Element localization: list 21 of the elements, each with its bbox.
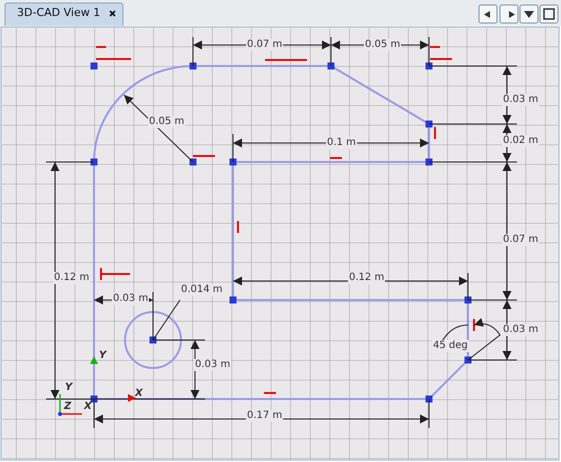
dimension-label: 0.05 m: [364, 39, 402, 51]
axis-label: X: [134, 388, 144, 400]
dimension-label: 0.03 m: [194, 359, 232, 371]
dimension-label: 0.07 m: [246, 39, 284, 51]
dimension-label: 45 deg: [432, 340, 469, 352]
dimension-label: 0.07 m: [502, 234, 540, 246]
axis-label: Z: [63, 401, 72, 413]
dimension-label: 0.03 m: [112, 293, 150, 305]
dimension-label: 0.17 m: [246, 410, 284, 422]
dimension-label: 0.12 m: [348, 272, 386, 284]
tab-title: 3D-CAD View 1: [16, 7, 102, 19]
dimension-label: 0.03 m: [502, 94, 540, 106]
dimension-label: 0.014 m: [180, 284, 224, 296]
dimension-label: 0.1 m: [326, 137, 357, 149]
dimension-label: 0.02 m: [502, 135, 540, 147]
axis-label: Y: [98, 350, 108, 362]
axis-label: X: [83, 401, 93, 413]
dimension-label: 0.05 m: [148, 116, 186, 128]
dimension-label: 0.12 m: [53, 272, 90, 284]
axis-label: Y: [64, 382, 74, 394]
dimension-label: 0.03 m: [502, 324, 540, 336]
